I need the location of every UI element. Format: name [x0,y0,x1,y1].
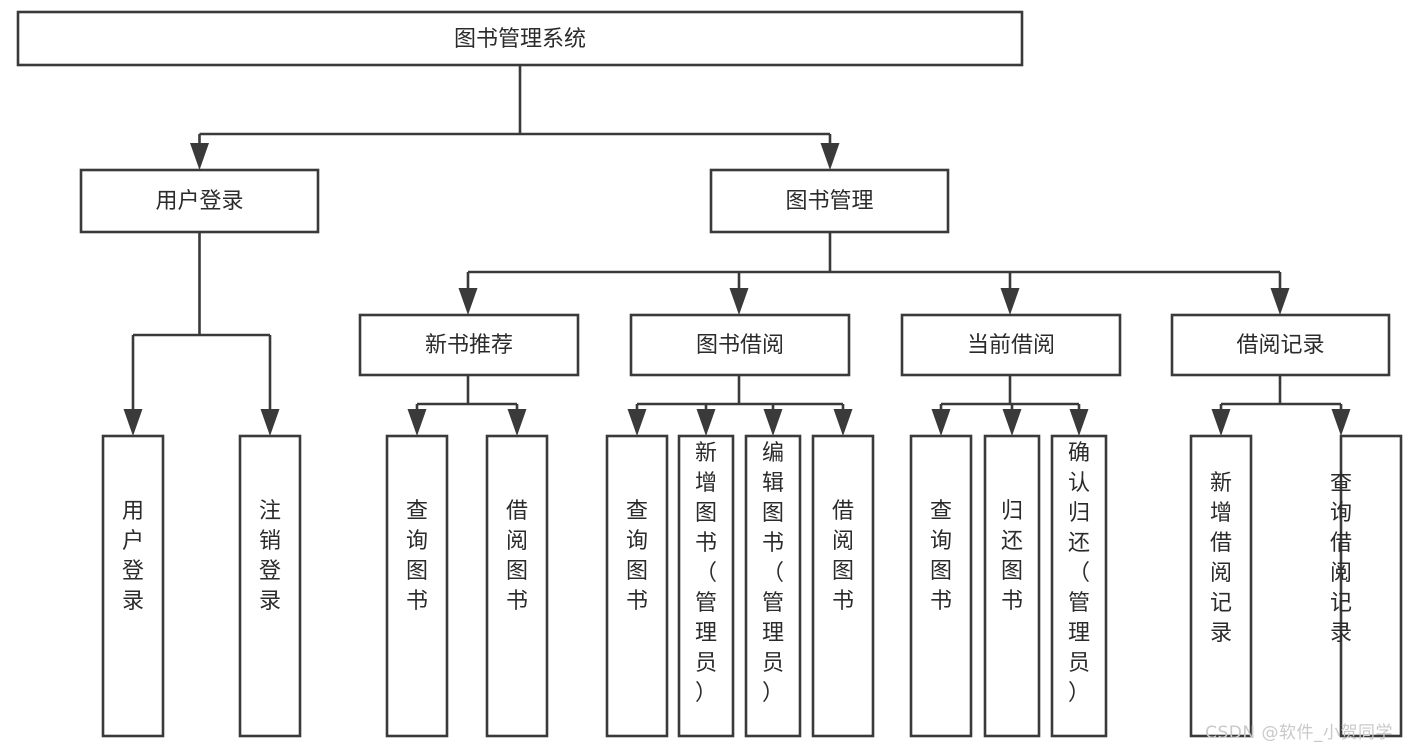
node-new-book-rec-label: 新书推荐 [425,333,513,358]
node-leaf-borrow-book-2-box[interactable] [811,434,875,738]
node-book-manage-box[interactable] [709,168,950,234]
node-leaf-borrow-book-1[interactable]: 借阅图书 [485,434,549,738]
node-leaf-return-book-label: 归还图书 [1001,499,1023,614]
arrow-head-leaf-logout [260,409,280,436]
arrow-head-leaf-return-book [1002,409,1022,436]
node-leaf-add-book[interactable]: 新增图书（管理员） [677,434,735,738]
node-leaf-logout-box[interactable] [238,434,302,738]
node-leaf-confirm-return[interactable]: 确认归还（管理员） [1050,434,1108,738]
node-leaf-user-login-box[interactable] [101,434,165,738]
node-leaf-borrow-book-2[interactable]: 借阅图书 [811,434,875,738]
node-current-borrow-box[interactable] [900,313,1122,377]
node-book-borrow-box[interactable] [629,313,851,377]
node-leaf-query-record-box[interactable] [1339,434,1403,738]
node-leaf-borrow-book-2-label: 借阅图书 [832,499,854,614]
node-root-label: 图书管理系统 [454,27,586,52]
node-leaf-query-book-3-box[interactable] [909,434,973,738]
node-leaf-query-book-3-label: 查询图书 [930,499,952,614]
arrow-head-leaf-user-login [123,409,143,436]
node-leaf-query-book-1-label: 查询图书 [406,499,428,614]
node-leaf-edit-book-label: 编辑图书（管理员） [762,441,784,706]
arrow-head-leaf-query-record [1331,409,1351,436]
node-book-manage[interactable]: 图书管理 [709,168,950,234]
node-leaf-borrow-book-1-box[interactable] [485,434,549,738]
csdn-watermark: CSDN @软件_小贺同学 [1205,723,1393,743]
node-root[interactable]: 图书管理系统 [16,10,1024,67]
node-new-book-rec-box[interactable] [358,313,580,377]
node-current-borrow[interactable]: 当前借阅 [900,313,1122,377]
node-leaf-add-record-label: 新增借阅记录 [1210,471,1232,646]
node-leaf-borrow-book-1-label: 借阅图书 [506,499,528,614]
node-leaf-query-record-label: 查询借阅记录 [1330,471,1352,646]
node-book-borrow-label: 图书借阅 [696,333,784,358]
arrow-head-leaf-query-book-2 [627,409,647,436]
node-leaf-query-book-2-label: 查询图书 [626,499,648,614]
node-borrow-record[interactable]: 借阅记录 [1170,313,1391,377]
arrow-head-borrow-record [1270,288,1290,315]
arrow-head-leaf-confirm-return [1069,409,1089,436]
node-leaf-add-record[interactable]: 新增借阅记录 [1189,434,1253,738]
node-leaf-logout[interactable]: 注销登录 [238,434,302,738]
node-layer: 图书管理系统 用户登录 图书管理 新书推荐 图书借阅 当前 [16,10,1403,738]
node-leaf-confirm-return-label: 确认归还（管理员） [1068,441,1090,706]
node-borrow-record-box[interactable] [1170,313,1391,377]
arrow-head-book-manage [820,143,840,170]
arrow-head-leaf-add-record [1211,409,1231,436]
node-leaf-query-book-2[interactable]: 查询图书 [605,434,669,738]
node-current-borrow-label: 当前借阅 [967,333,1055,358]
node-leaf-query-book-1[interactable]: 查询图书 [385,434,449,738]
arrow-head-leaf-add-book [696,409,716,436]
node-leaf-query-book-2-box[interactable] [605,434,669,738]
node-user-login[interactable]: 用户登录 [79,168,320,234]
node-leaf-return-book[interactable]: 归还图书 [983,434,1041,738]
arrow-head-leaf-borrow-book-2 [833,409,853,436]
arrow-head-user-login [190,143,209,170]
node-leaf-confirm-return-box[interactable] [1050,434,1108,738]
node-leaf-user-login-label: 用户登录 [122,499,144,614]
node-user-login-box[interactable] [79,168,320,234]
node-leaf-add-record-box[interactable] [1189,434,1253,738]
arrow-head-leaf-query-book-1 [407,409,427,436]
arrow-head-book-borrow [729,288,749,315]
node-borrow-record-label: 借阅记录 [1236,333,1324,358]
node-leaf-logout-label: 注销登录 [259,499,281,614]
arrow-head-leaf-edit-book [763,409,783,436]
node-leaf-add-book-label: 新增图书（管理员） [695,441,717,706]
arrow-head-leaf-query-book-3 [931,409,951,436]
node-leaf-user-login[interactable]: 用户登录 [101,434,165,738]
node-leaf-query-record[interactable]: 查询借阅记录 [1330,434,1403,738]
node-leaf-edit-book[interactable]: 编辑图书（管理员） [744,434,802,738]
node-leaf-query-book-3[interactable]: 查询图书 [909,434,973,738]
connector-layer [123,65,1351,436]
arrow-head-new-book-rec [458,288,478,315]
node-book-manage-label: 图书管理 [785,189,873,214]
node-user-login-label: 用户登录 [155,189,243,214]
node-root-box[interactable] [16,10,1024,67]
node-leaf-query-book-1-box[interactable] [385,434,449,738]
node-leaf-edit-book-box[interactable] [744,434,802,738]
node-leaf-add-book-box[interactable] [677,434,735,738]
arrow-head-leaf-borrow-book-1 [507,409,527,436]
arrow-head-current-borrow [1000,288,1020,315]
node-leaf-return-book-box[interactable] [983,434,1041,738]
node-new-book-rec[interactable]: 新书推荐 [358,313,580,377]
node-book-borrow[interactable]: 图书借阅 [629,313,851,377]
